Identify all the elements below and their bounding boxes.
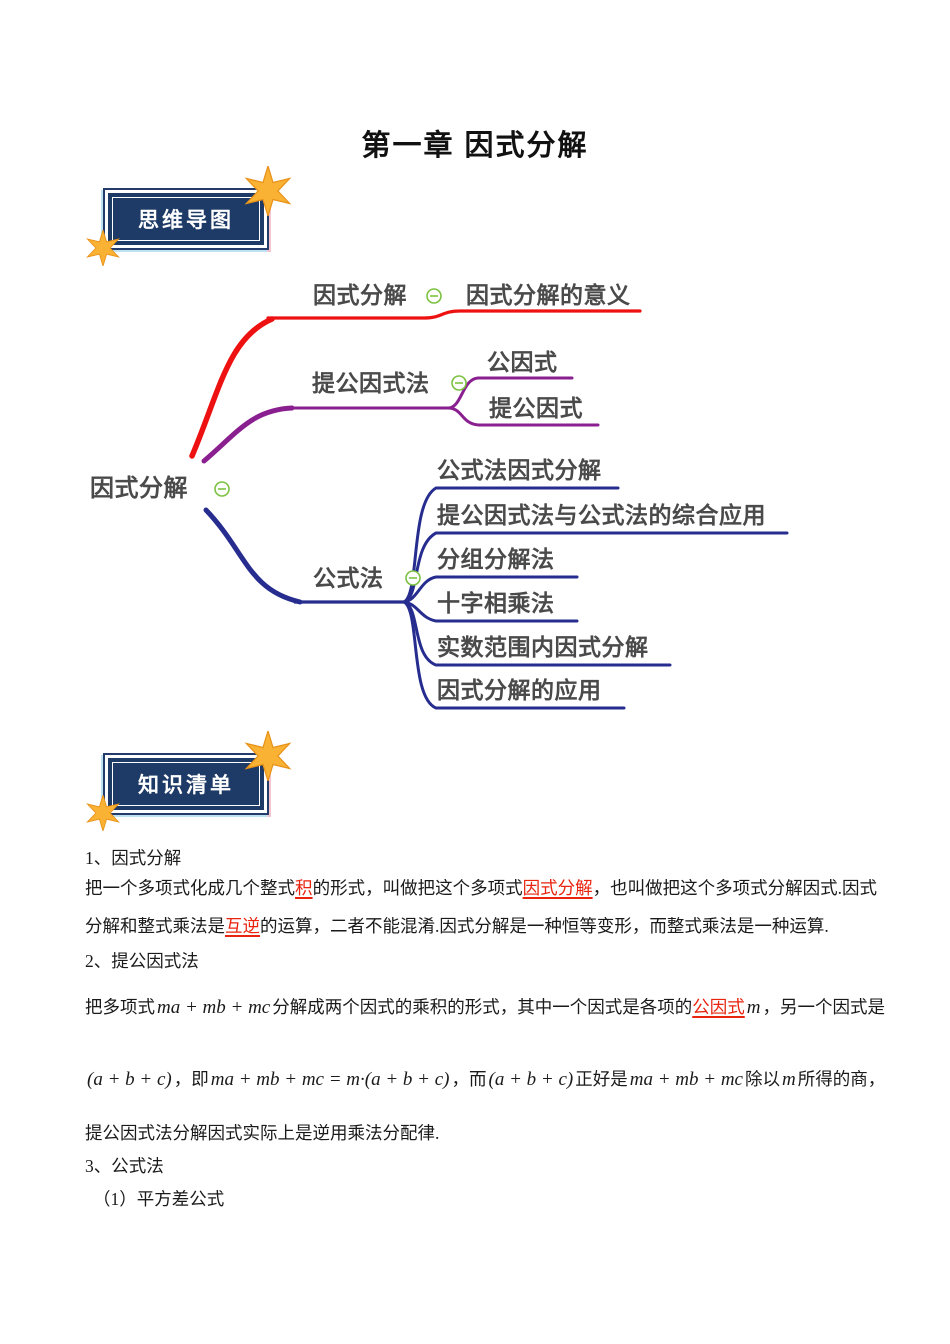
mindmap-branch-lines: [189, 288, 789, 710]
mindmap-node-tigongyinshifa[interactable]: 提公因式法: [312, 370, 430, 396]
mindmap-node-gongshifa[interactable]: 公式法: [313, 565, 384, 591]
collapse-icon[interactable]: [214, 481, 230, 497]
mindmap-diagram: 因式分解 因式分解 因式分解的意义 提公因式法 公因式 提公因式 公式法 公式法…: [0, 260, 950, 730]
branch-line-purple: [201, 376, 600, 464]
mindmap-node-shishu-fanwei[interactable]: 实数范围内因式分解: [437, 634, 649, 660]
mindmap-node-gongyinshi[interactable]: 公因式: [487, 349, 558, 375]
mindmap-section-badge-label: 思维导图: [108, 193, 264, 245]
branch-line-red: [189, 309, 642, 459]
star-icon: [243, 166, 293, 216]
paragraph-definition: 把一个多项式化成几个整式积的形式，叫做把这个多项式因式分解，也叫做把这个多项式分…: [85, 878, 878, 936]
mindmap-node-yinshifenjie[interactable]: 因式分解: [313, 282, 407, 308]
mindmap-node-tigongyinshi[interactable]: 提公因式: [489, 395, 583, 421]
paragraph-distributive: 提公因式法分解因式实际上是逆用乘法分配律.: [85, 1123, 440, 1143]
mindmap-node-shizixiangcheng[interactable]: 十字相乘法: [437, 590, 555, 616]
collapse-icon[interactable]: [426, 288, 442, 304]
branch-line-navy: [203, 486, 789, 710]
star-icon: [85, 795, 121, 831]
section-3-sub-1: （1）平方差公式: [93, 1189, 225, 1209]
page-title: 第一章 因式分解: [361, 130, 589, 162]
section-1-heading: 1、因式分解: [85, 848, 182, 868]
mindmap-node-fenzu[interactable]: 分组分解法: [437, 546, 555, 572]
mindmap-node-root[interactable]: 因式分解: [90, 475, 188, 502]
knowledge-section-badge-label: 知识清单: [108, 758, 264, 810]
mindmap-node-zonghe-yingyong[interactable]: 提公因式法与公式法的综合应用: [437, 502, 766, 528]
collapse-icon[interactable]: [405, 570, 421, 586]
mindmap-section-badge: 思维导图: [86, 166, 292, 266]
collapse-icon[interactable]: [451, 375, 467, 391]
mindmap-node-yiyi[interactable]: 因式分解的意义: [466, 282, 631, 308]
star-icon: [243, 731, 293, 781]
section-3-heading: 3、公式法: [85, 1156, 164, 1176]
knowledge-section-badge: 知识清单: [86, 731, 292, 831]
mindmap-node-yingyong[interactable]: 因式分解的应用: [437, 677, 602, 703]
section-2-heading: 2、提公因式法: [85, 951, 199, 971]
mindmap-node-gongshifa-child[interactable]: 公式法因式分解: [437, 457, 602, 483]
star-icon: [85, 230, 121, 266]
